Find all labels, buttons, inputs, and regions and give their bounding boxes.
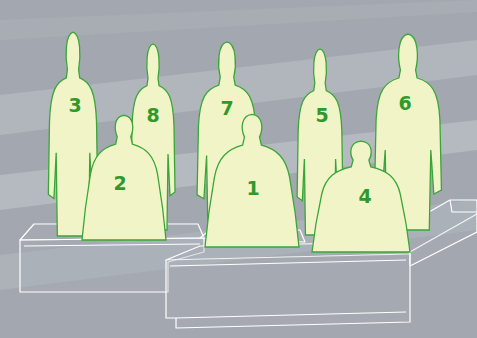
callout-number: 5: [315, 106, 328, 125]
person-silhouette: 4: [312, 140, 410, 252]
callout-number: 2: [113, 174, 126, 193]
person-silhouette: 1: [205, 113, 299, 247]
callout-number: 3: [68, 96, 81, 115]
callout-number: 4: [358, 187, 371, 206]
callout-number: 6: [398, 94, 411, 113]
callout-number: 7: [220, 99, 233, 118]
silhouette-outline: [312, 141, 410, 252]
person-silhouette: 2: [82, 114, 166, 240]
silhouette-outline: [205, 114, 299, 247]
callout-number: 8: [146, 106, 159, 125]
callout-number: 1: [246, 179, 259, 198]
silhouette-outline: [82, 115, 166, 240]
